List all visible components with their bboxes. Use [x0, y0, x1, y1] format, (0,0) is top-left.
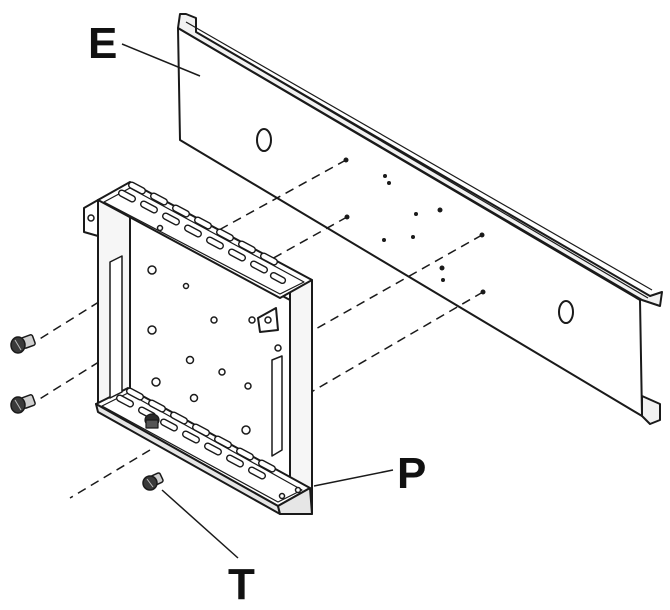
callout-e: E [88, 19, 118, 68]
leader-e [121, 43, 201, 77]
screw-t [142, 472, 164, 491]
cradle-holes [147, 224, 302, 500]
screw-lower [10, 394, 36, 414]
leader-t [161, 489, 239, 559]
seated-screw [144, 413, 160, 429]
leader-p [313, 469, 394, 487]
rail-large-hole-left [256, 128, 272, 152]
top-tray-slots [118, 181, 287, 285]
screw-upper [10, 334, 36, 354]
bottom-tray-slots [116, 387, 276, 480]
mounting-rail-e [177, 13, 663, 425]
callout-p: P [397, 449, 427, 498]
rail-large-hole-right [558, 300, 574, 324]
cradle-p [83, 181, 313, 515]
leader-lines [121, 43, 394, 559]
callout-t: T [228, 560, 255, 609]
